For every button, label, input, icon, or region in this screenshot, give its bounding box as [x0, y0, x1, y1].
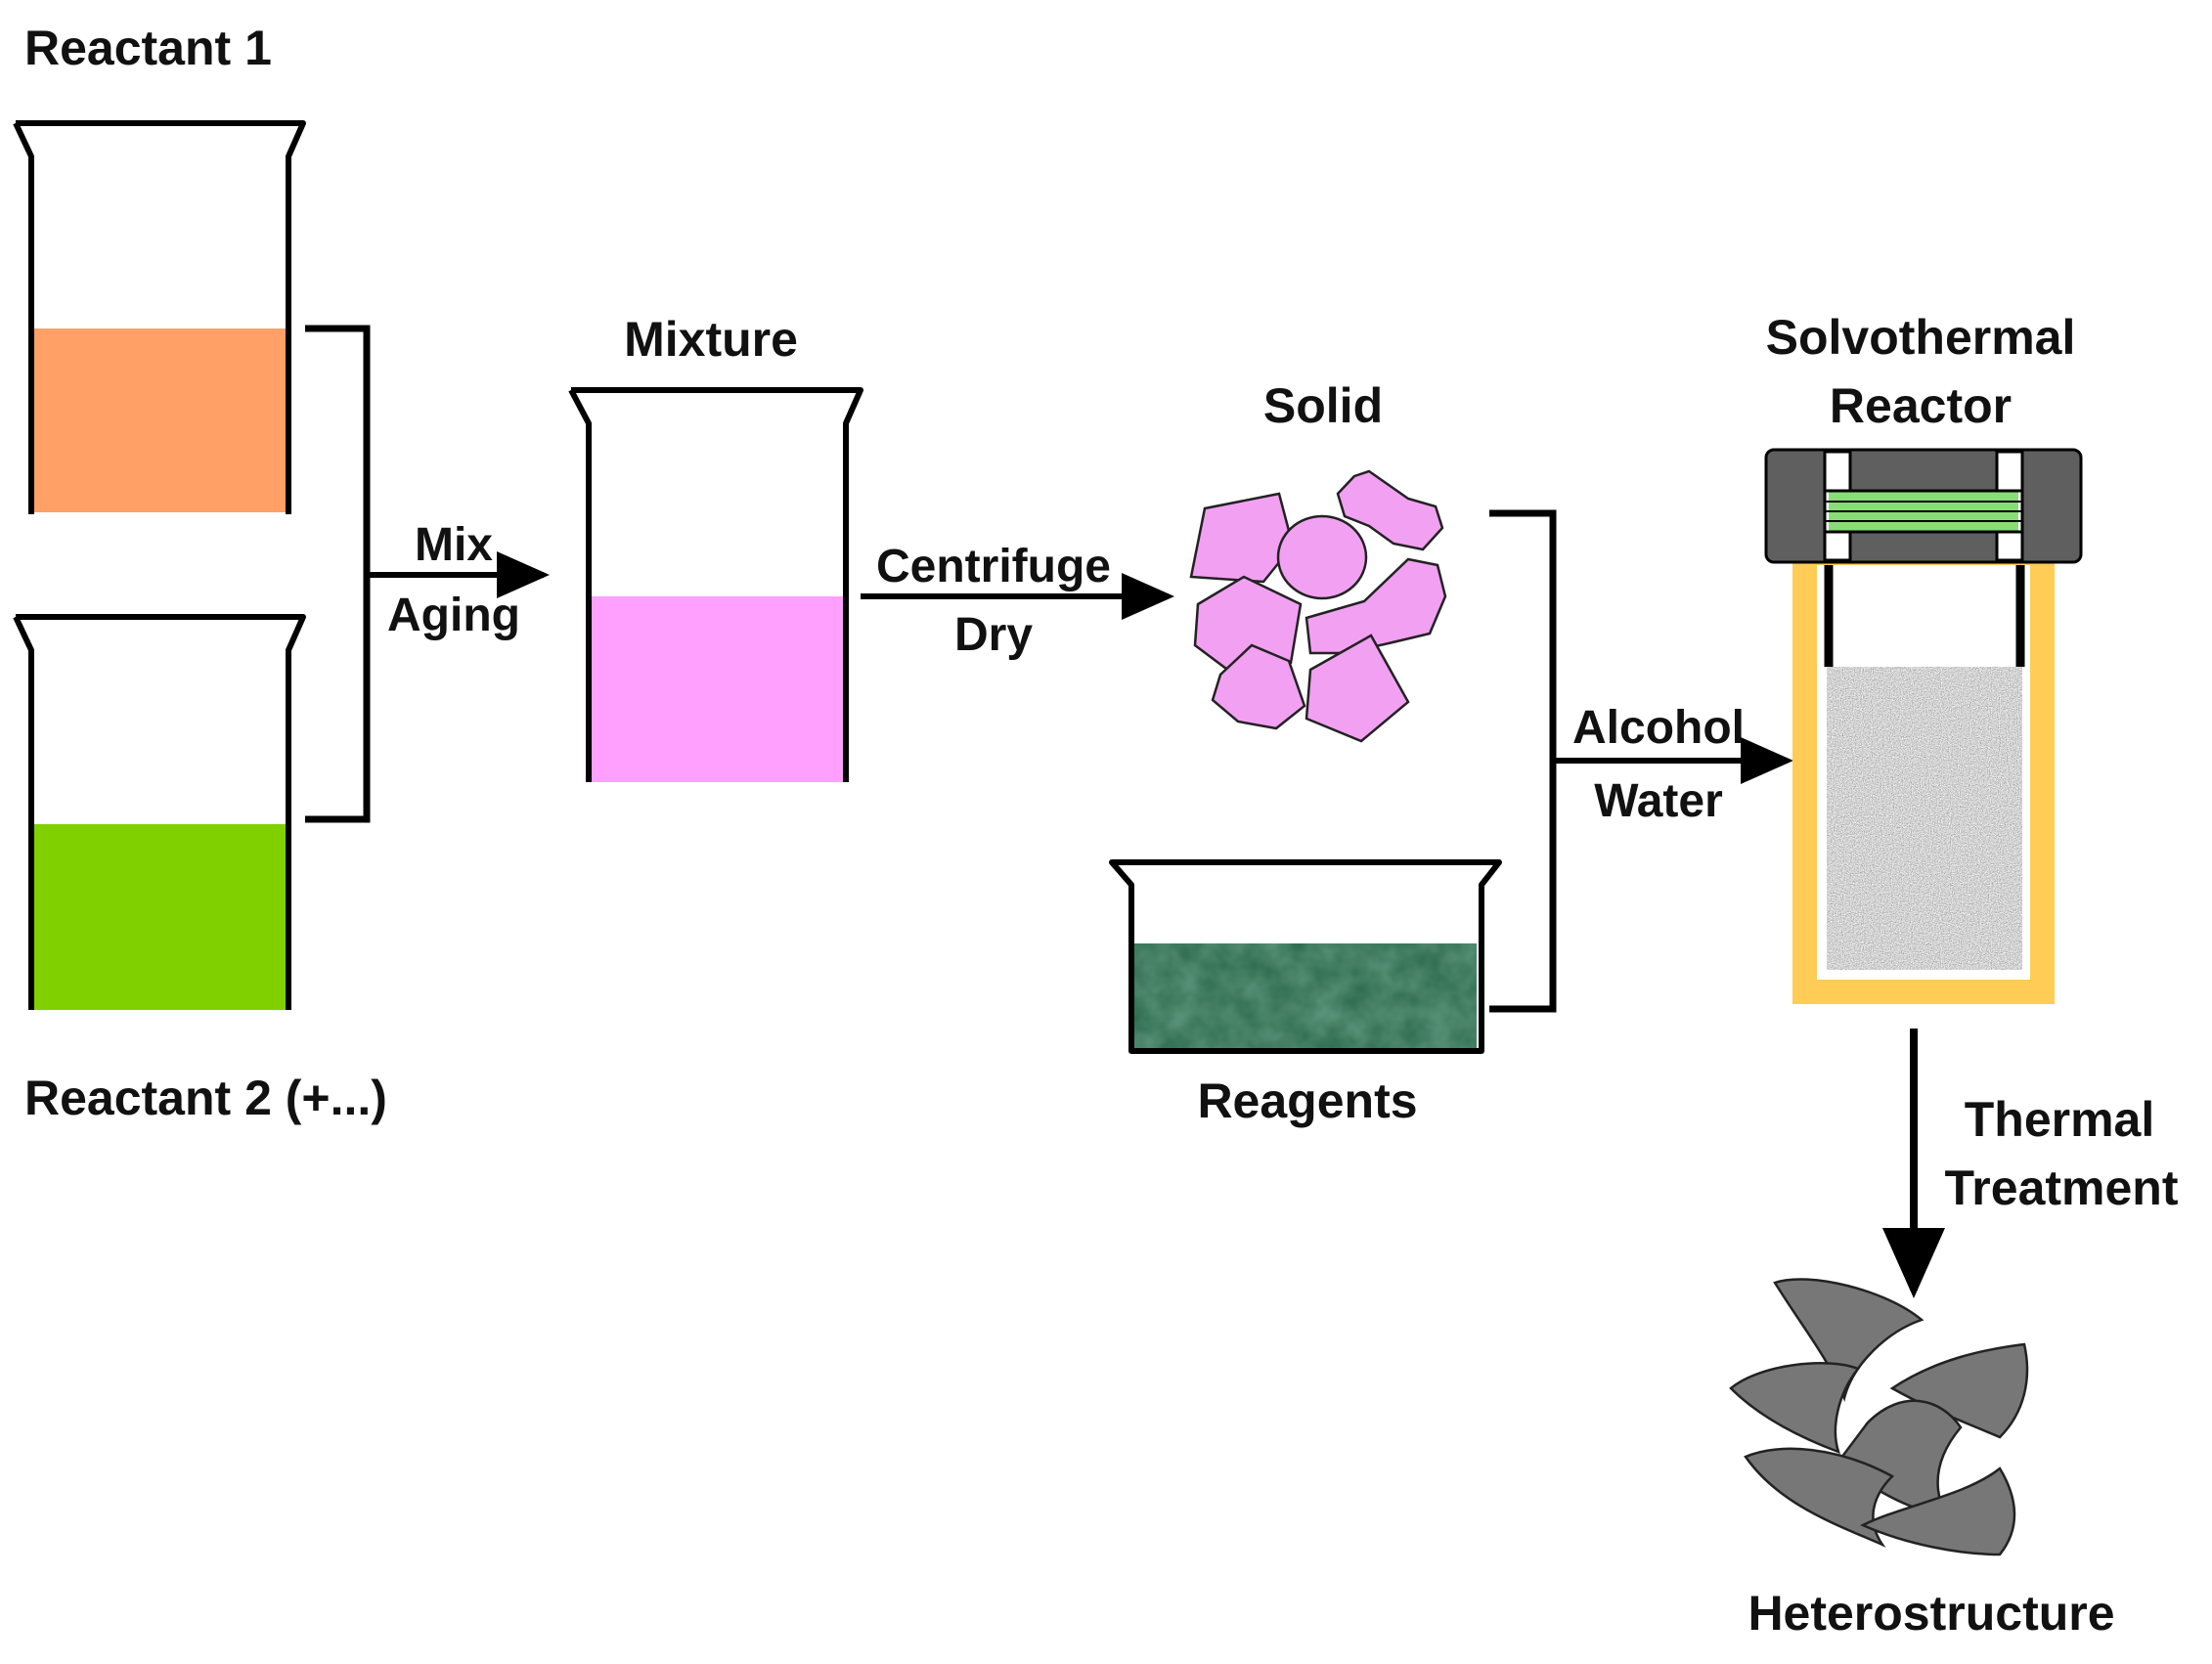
- treatment-step-label: Treatment: [1945, 1160, 2179, 1215]
- reactor-label-line2: Reactor: [1830, 378, 2012, 433]
- alcohol-step-label: Alcohol: [1572, 702, 1745, 754]
- mix-step-label: Mix: [415, 519, 493, 571]
- solid-particles: [1189, 469, 1447, 743]
- reactant2-liquid: [31, 824, 289, 1010]
- reactant1-beaker: [13, 120, 306, 514]
- water-step-label: Water: [1594, 775, 1723, 827]
- solid-reagents-bracket: [1489, 509, 1557, 1013]
- solid-label: Solid: [1263, 378, 1383, 433]
- reagents-label: Reagents: [1197, 1073, 1417, 1128]
- mixture-liquid: [589, 596, 846, 782]
- reactant1-label: Reactant 1: [24, 21, 272, 75]
- reactant1-liquid: [31, 328, 289, 512]
- heterostructure-label: Heterostructure: [1747, 1586, 2114, 1641]
- solvothermal-reactor: [1764, 448, 2083, 1004]
- mixture-label: Mixture: [624, 312, 798, 367]
- aging-step-label: Aging: [387, 590, 520, 641]
- thermal-step-label: Thermal: [1965, 1092, 2155, 1147]
- reactants-bracket: [305, 325, 371, 823]
- reactor-label-line1: Solvothermal: [1766, 310, 2076, 365]
- reactant2-beaker: [13, 614, 306, 1010]
- reagents-dish: [1109, 859, 1502, 1054]
- reactor-coil: [1825, 489, 2022, 534]
- dry-step-label: Dry: [954, 609, 1033, 661]
- reactant2-label: Reactant 2 (+...): [24, 1071, 387, 1125]
- mixture-beaker: [568, 387, 863, 782]
- heterostructure-particles: [1729, 1278, 2029, 1556]
- centrifuge-step-label: Centrifuge: [876, 541, 1111, 592]
